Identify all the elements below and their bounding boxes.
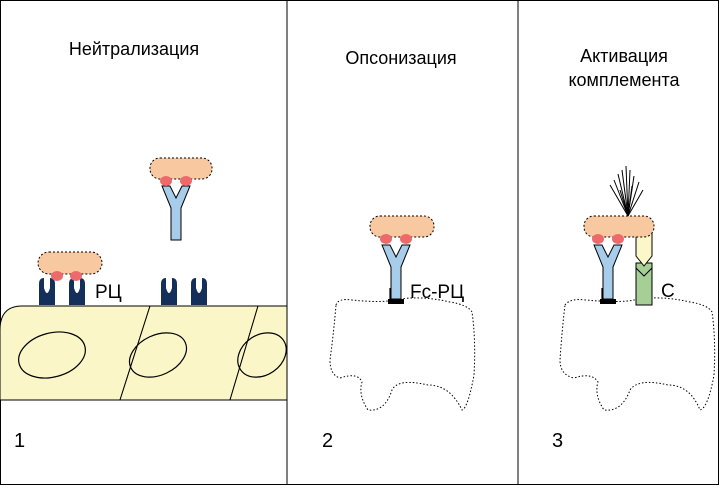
panel-2-number: 2 xyxy=(322,430,333,452)
complement-component xyxy=(635,231,653,306)
receptor xyxy=(161,278,207,305)
epithelial-cells xyxy=(0,305,288,401)
panel-3-number: 3 xyxy=(552,430,563,452)
complement-antibody xyxy=(583,215,655,300)
panel-3-title-line-1: Активация xyxy=(580,46,668,66)
panel-1-title: Нейтрализация xyxy=(69,39,199,59)
target-cell xyxy=(559,297,716,411)
neutralizing-antibody xyxy=(149,157,213,241)
receptor-label: РЦ xyxy=(95,282,122,303)
nucleus xyxy=(128,332,188,378)
panel-neutralization: Нейтрализация РЦ 1 xyxy=(0,39,288,452)
fc-receptor xyxy=(600,288,616,304)
panel-3-title-line-2: комплемента xyxy=(568,70,680,90)
panel-opsonization: Опсонизация Fc-РЦ 2 xyxy=(322,48,476,452)
nucleus xyxy=(18,331,86,379)
panel-1-number: 1 xyxy=(14,430,25,452)
nucleus xyxy=(237,332,287,378)
panel-complement-activation: Активация комплемента C xyxy=(552,46,716,452)
panel-2-title: Опсонизация xyxy=(345,48,456,68)
fc-receptor-label: Fc-РЦ xyxy=(410,282,464,303)
complement-label: C xyxy=(661,281,675,302)
antigen-on-receptor xyxy=(37,251,103,281)
opsonizing-antibody xyxy=(369,215,435,300)
phagocyte xyxy=(329,297,476,411)
fc-receptor xyxy=(388,288,404,304)
receptor xyxy=(39,278,85,305)
membrane-attack-spikes xyxy=(609,165,644,217)
